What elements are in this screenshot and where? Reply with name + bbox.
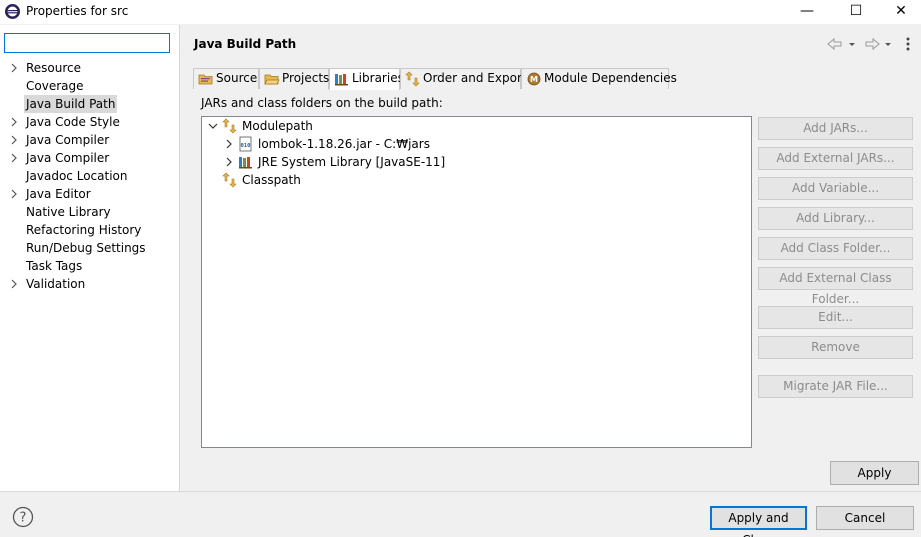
tab-source[interactable]: Source [193, 68, 259, 89]
tab-projects[interactable]: Projects [259, 68, 329, 89]
forward-history-icon[interactable] [863, 36, 895, 52]
sidebar-item-java-editor[interactable]: Java Editor [26, 187, 91, 201]
jar-icon: 010 [239, 136, 252, 152]
tree-node-jre-system-library[interactable]: JRE System Library [JavaSE-11] [224, 153, 464, 171]
tree-node-lombok-jar[interactable]: 010 lombok-1.18.26.jar - C:₩jars [224, 135, 444, 153]
tree-label: Modulepath [242, 119, 313, 133]
tab-order-and-export[interactable]: Order and Export [400, 68, 527, 89]
window-title: Properties for src [26, 4, 129, 18]
tree-label: Classpath [242, 173, 301, 187]
sidebar-item-run-debug-settings[interactable]: Run/Debug Settings [26, 241, 146, 255]
chevron-right-icon[interactable] [224, 157, 234, 167]
chevron-right-icon[interactable] [9, 185, 19, 203]
cancel-button[interactable]: Cancel [816, 506, 914, 530]
sidebar-item-task-tags[interactable]: Task Tags [26, 259, 83, 273]
add-external-class-folder-button[interactable]: Add External Class Folder... [758, 267, 913, 306]
chevron-right-icon[interactable] [9, 131, 19, 149]
close-button[interactable]: ✕ [895, 3, 907, 19]
migrate-jar-file-button[interactable]: Migrate JAR File... [758, 375, 913, 398]
view-menu-icon[interactable] [903, 36, 913, 52]
help-icon[interactable]: ? [12, 506, 34, 528]
edit-button[interactable]: Edit... [758, 306, 913, 329]
classpath-icon [222, 172, 237, 188]
help-glyph: ? [20, 511, 27, 526]
chevron-right-icon[interactable] [9, 149, 19, 167]
sidebar-item-native-library[interactable]: Native Library [26, 205, 111, 219]
title-bar: Properties for src — ☐ ✕ [0, 0, 921, 24]
source-folder-icon [198, 74, 213, 85]
chevron-down-icon[interactable] [208, 121, 218, 131]
eclipse-app-icon [5, 4, 20, 19]
chevron-right-icon[interactable] [9, 113, 19, 131]
add-variable-button[interactable]: Add Variable... [758, 177, 913, 200]
add-class-folder-button[interactable]: Add Class Folder... [758, 237, 913, 260]
modulepath-icon [222, 118, 237, 134]
add-jars-button[interactable]: Add JARs... [758, 117, 913, 140]
filter-input[interactable] [4, 33, 170, 53]
tab-module-dependencies[interactable]: M Module Dependencies [521, 68, 677, 89]
tree-node-modulepath[interactable]: Modulepath [208, 117, 408, 135]
tree-label: JRE System Library [JavaSE-11] [258, 155, 446, 169]
tab-label: Libraries [352, 71, 404, 85]
tree-label: lombok-1.18.26.jar - C:₩jars [258, 137, 430, 151]
libraries-icon [335, 74, 348, 86]
sidebar-item-java-compiler[interactable]: Java Compiler [26, 133, 110, 147]
chevron-right-icon[interactable] [9, 59, 19, 77]
build-path-label: JARs and class folders on the build path… [201, 96, 443, 110]
page-title: Java Build Path [194, 37, 297, 51]
chevron-right-icon[interactable] [224, 139, 234, 149]
apply-and-close-button[interactable]: Apply and Close [710, 506, 807, 537]
sidebar-item-java-build-path[interactable]: Java Build Path [24, 95, 118, 113]
add-external-jars-button[interactable]: Add External JARs... [758, 147, 913, 170]
back-history-icon[interactable] [826, 36, 858, 52]
library-icon [239, 157, 252, 169]
tab-label: Projects [282, 71, 330, 85]
projects-icon [264, 74, 280, 85]
module-icon: M [527, 72, 541, 86]
minimize-button[interactable]: — [800, 3, 814, 19]
tab-label: Module Dependencies [544, 71, 677, 85]
tab-libraries[interactable]: Libraries [329, 68, 404, 90]
sidebar-item-coverage[interactable]: Coverage [26, 79, 84, 93]
sidebar-item-resource[interactable]: Resource [26, 61, 82, 75]
order-export-icon [405, 71, 420, 87]
apply-button[interactable]: Apply [830, 461, 919, 485]
svg-text:010: 010 [241, 143, 251, 149]
chevron-right-icon[interactable] [9, 275, 19, 293]
sidebar-item-javadoc-location[interactable]: Javadoc Location [26, 169, 128, 183]
svg-text:M: M [530, 75, 538, 84]
build-path-tree[interactable]: Modulepath 010 lombok-1.18.26.jar - C:₩j… [201, 116, 752, 448]
sidebar-item-refactoring-history[interactable]: Refactoring History [26, 223, 142, 237]
maximize-button[interactable]: ☐ [849, 3, 863, 19]
tree-node-classpath[interactable]: Classpath [222, 171, 422, 189]
sidebar-item-validation[interactable]: Validation [26, 277, 86, 291]
sidebar-item-java-code-style[interactable]: Java Code Style [26, 115, 120, 129]
tab-label: Order and Export [423, 71, 527, 85]
tab-label: Source [216, 71, 258, 85]
remove-button[interactable]: Remove [758, 336, 913, 359]
add-library-button[interactable]: Add Library... [758, 207, 913, 230]
sidebar-item-java-compiler[interactable]: Java Compiler [26, 151, 110, 165]
